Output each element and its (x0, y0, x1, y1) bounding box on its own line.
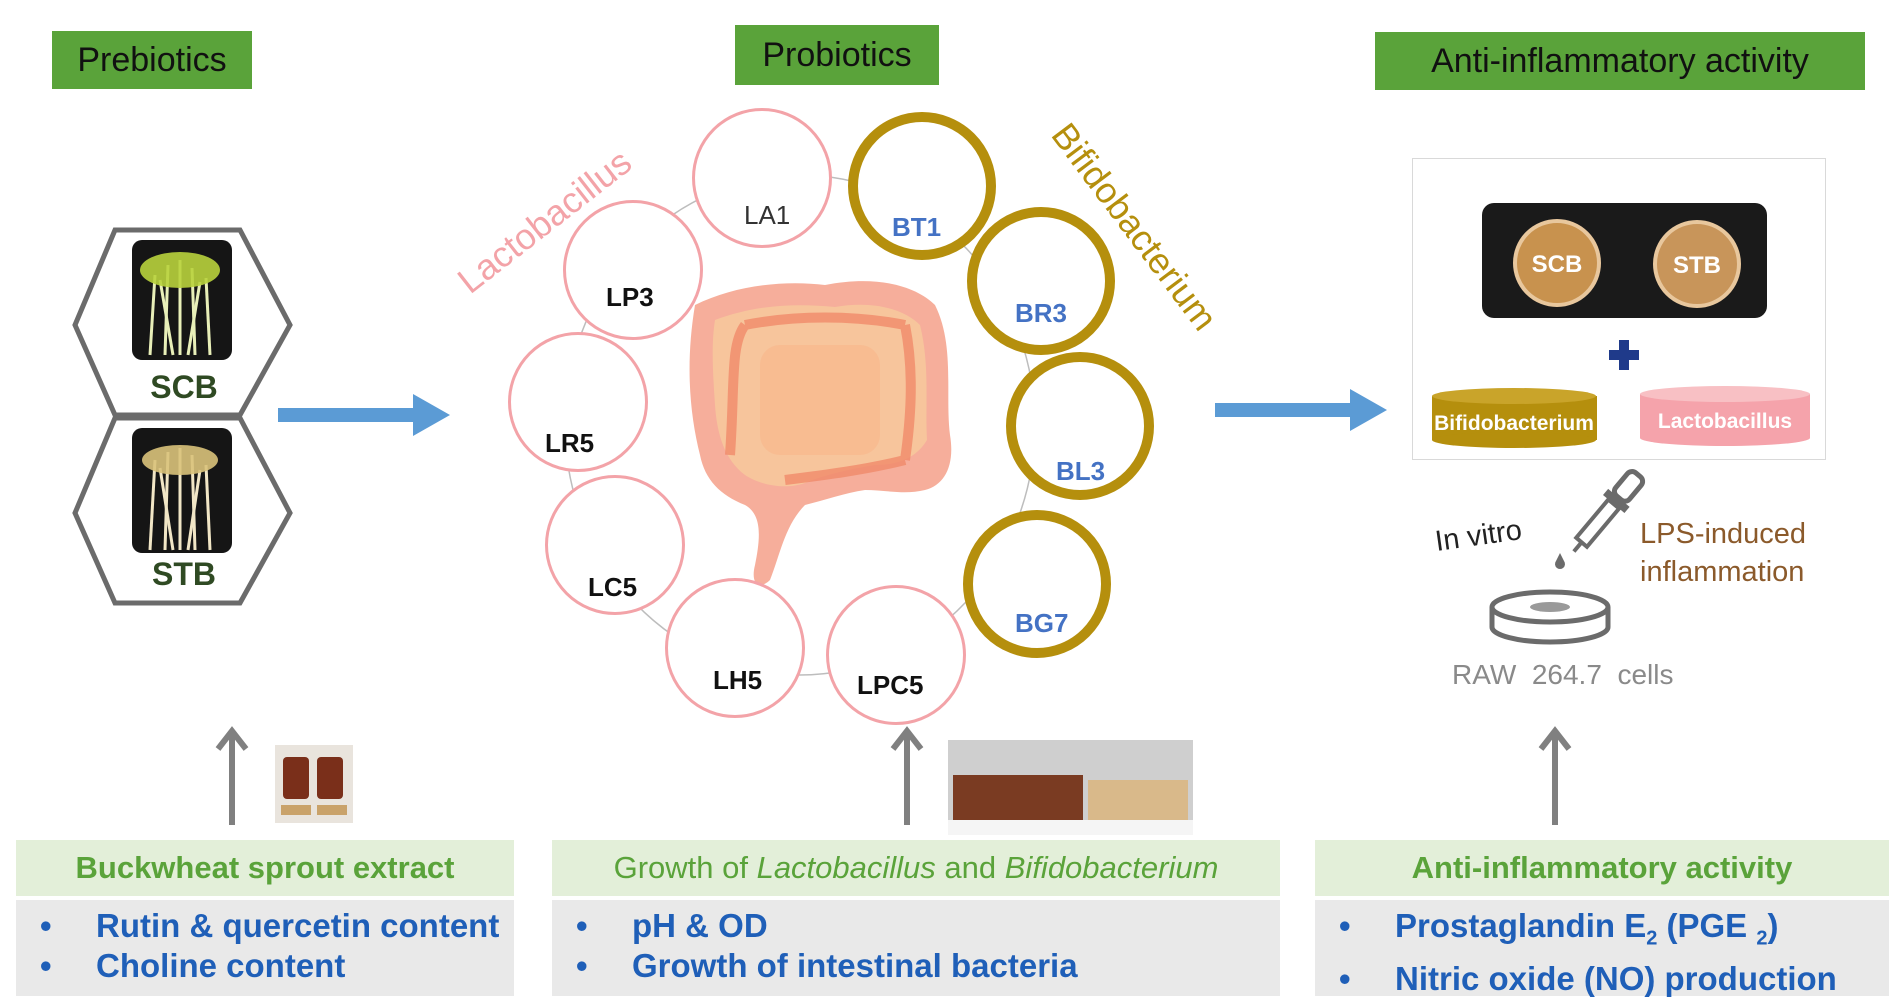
list-item: •pH & OD (576, 907, 768, 944)
bottom-left-list: •Rutin & quercetin content •Choline cont… (16, 900, 514, 996)
in-vitro-label: In vitro (1433, 514, 1524, 558)
scb-sprout-image (132, 240, 232, 360)
list-item: •Rutin & quercetin content (40, 907, 500, 944)
intestine-icon (689, 281, 952, 585)
svg-text:Lactobacillus: Lactobacillus (1658, 410, 1792, 433)
bottom-right-title: Anti-inflammatory activity (1315, 840, 1889, 896)
label-lp3: LP3 (606, 282, 654, 312)
petri-dish-icon (1489, 589, 1611, 645)
cylinder-lactobacillus (1640, 386, 1810, 446)
list-item: •Choline content (40, 947, 346, 984)
list-item: •Growth of intestinal bacteria (576, 947, 1078, 984)
raw-cells-label: RAW 264.7 cells (1452, 659, 1674, 690)
circle-bg7 (963, 510, 1111, 658)
label-lh5: LH5 (713, 665, 763, 695)
label-br3: BR3 (1015, 298, 1068, 328)
label-scb: SCB (150, 369, 218, 405)
header-probiotics: Probiotics (735, 25, 939, 85)
arrow-right-2 (1215, 389, 1387, 431)
svg-text:SCB: SCB (1532, 251, 1583, 278)
culture-tubes-image (948, 740, 1193, 835)
bottom-left-title: Buckwheat sprout extract (16, 840, 514, 896)
label-bg7: BG7 (1015, 608, 1069, 638)
dish-stb (1653, 220, 1741, 308)
circle-bl3 (1006, 352, 1154, 500)
list-item: •Nitric oxide (NO) production (1339, 959, 1837, 997)
bottom-middle-list: •pH & OD •Growth of intestinal bacteria (552, 900, 1280, 996)
circle-la1 (692, 108, 832, 248)
stb-sprout-image (132, 428, 232, 553)
label-lc5: LC5 (588, 572, 638, 602)
probiotics-group-titles: Lactobacillus Bifidobacterium (450, 115, 1226, 338)
circle-lpc5 (826, 585, 966, 725)
label-lr5: LR5 (545, 428, 595, 458)
list-item: •Prostaglandin E2 (PGE 2) (1339, 907, 1779, 950)
up-arrow-right (1538, 726, 1572, 825)
header-anti-inflammatory: Anti-inflammatory activity (1375, 32, 1865, 90)
svg-text:STB: STB (1673, 252, 1721, 279)
arrow-right-1 (278, 394, 450, 436)
up-arrow-middle (890, 726, 924, 825)
circle-bt1 (848, 112, 996, 260)
plus-icon (1609, 340, 1639, 370)
cylinder-bifidobacterium (1432, 388, 1597, 448)
dropper-icon (1555, 469, 1646, 569)
circle-lh5 (665, 578, 805, 718)
label-bl3: BL3 (1056, 456, 1106, 486)
prebiotics-panel (72, 227, 293, 606)
bifidobacterium-title: Bifidobacterium (1044, 115, 1226, 338)
circle-lr5 (508, 332, 648, 472)
up-arrow-left (215, 726, 249, 825)
label-lpc5: LPC5 (857, 670, 924, 700)
bottom-right-list: •Prostaglandin E2 (PGE 2) •Nitric oxide … (1315, 900, 1889, 997)
circle-lc5 (545, 475, 685, 615)
circle-br3 (967, 207, 1115, 355)
dish-scb (1513, 219, 1601, 307)
lactobacillus-title: Lactobacillus (450, 141, 639, 301)
assay-illustration: SCB STB Bifidobacterium Lactobacillus (1432, 203, 1810, 448)
lps-label-line2: inflammation (1640, 556, 1805, 588)
extract-bottles-image (275, 745, 353, 823)
svg-text:Bifidobacterium: Bifidobacterium (1434, 412, 1594, 435)
header-prebiotics: Prebiotics (52, 31, 252, 89)
label-stb: STB (152, 556, 216, 592)
label-la1: LA1 (744, 200, 791, 230)
circle-lp3 (563, 200, 703, 340)
label-bt1: BT1 (892, 212, 942, 242)
bottom-middle-title: Growth of Lactobacillus and Bifidobacter… (552, 840, 1280, 896)
lps-label-line1: LPS-induced (1640, 518, 1807, 550)
assay-box (1412, 158, 1826, 460)
